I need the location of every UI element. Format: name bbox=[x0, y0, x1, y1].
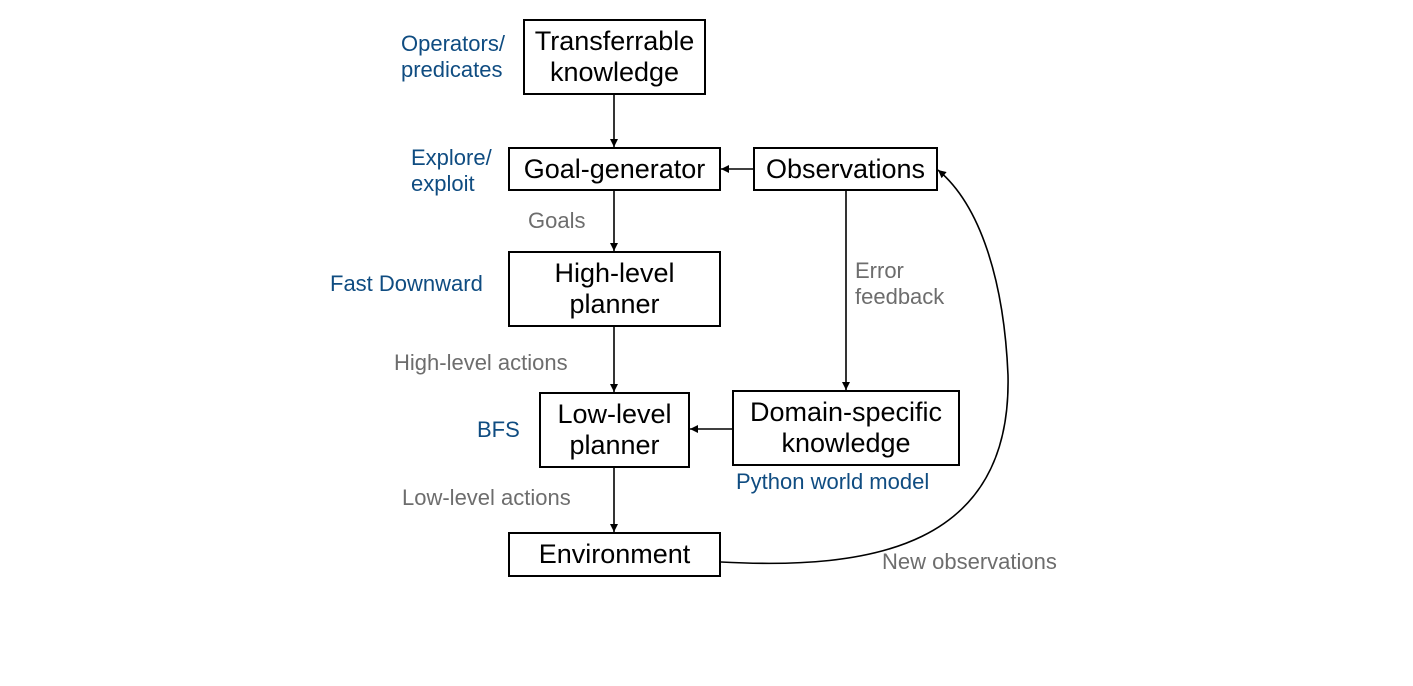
domain-specific-knowledge-box: Domain-specific knowledge bbox=[732, 390, 960, 466]
observations-box: Observations bbox=[753, 147, 938, 191]
low-level-planner-box: Low-level planner bbox=[539, 392, 690, 468]
low-level-actions-edge-label: Low-level actions bbox=[402, 485, 571, 510]
explore-exploit-label: Explore/ exploit bbox=[411, 145, 492, 196]
error-feedback-edge-label: Error feedback bbox=[855, 258, 945, 309]
environment-box: Environment bbox=[508, 532, 721, 577]
operators-predicates-label: Operators/ predicates bbox=[401, 31, 505, 82]
new-observations-edge-label: New observations bbox=[882, 549, 1057, 574]
high-level-planner-box: High-level planner bbox=[508, 251, 721, 327]
transferrable-knowledge-box: Transferrable knowledge bbox=[523, 19, 706, 95]
fast-downward-label: Fast Downward bbox=[330, 271, 483, 296]
high-level-actions-edge-label: High-level actions bbox=[394, 350, 568, 375]
bfs-label: BFS bbox=[477, 417, 520, 442]
python-world-model-label: Python world model bbox=[736, 469, 930, 494]
goal-generator-box: Goal-generator bbox=[508, 147, 721, 191]
edge-environment-to-observations bbox=[720, 169, 1009, 565]
goals-edge-label: Goals bbox=[528, 208, 586, 233]
